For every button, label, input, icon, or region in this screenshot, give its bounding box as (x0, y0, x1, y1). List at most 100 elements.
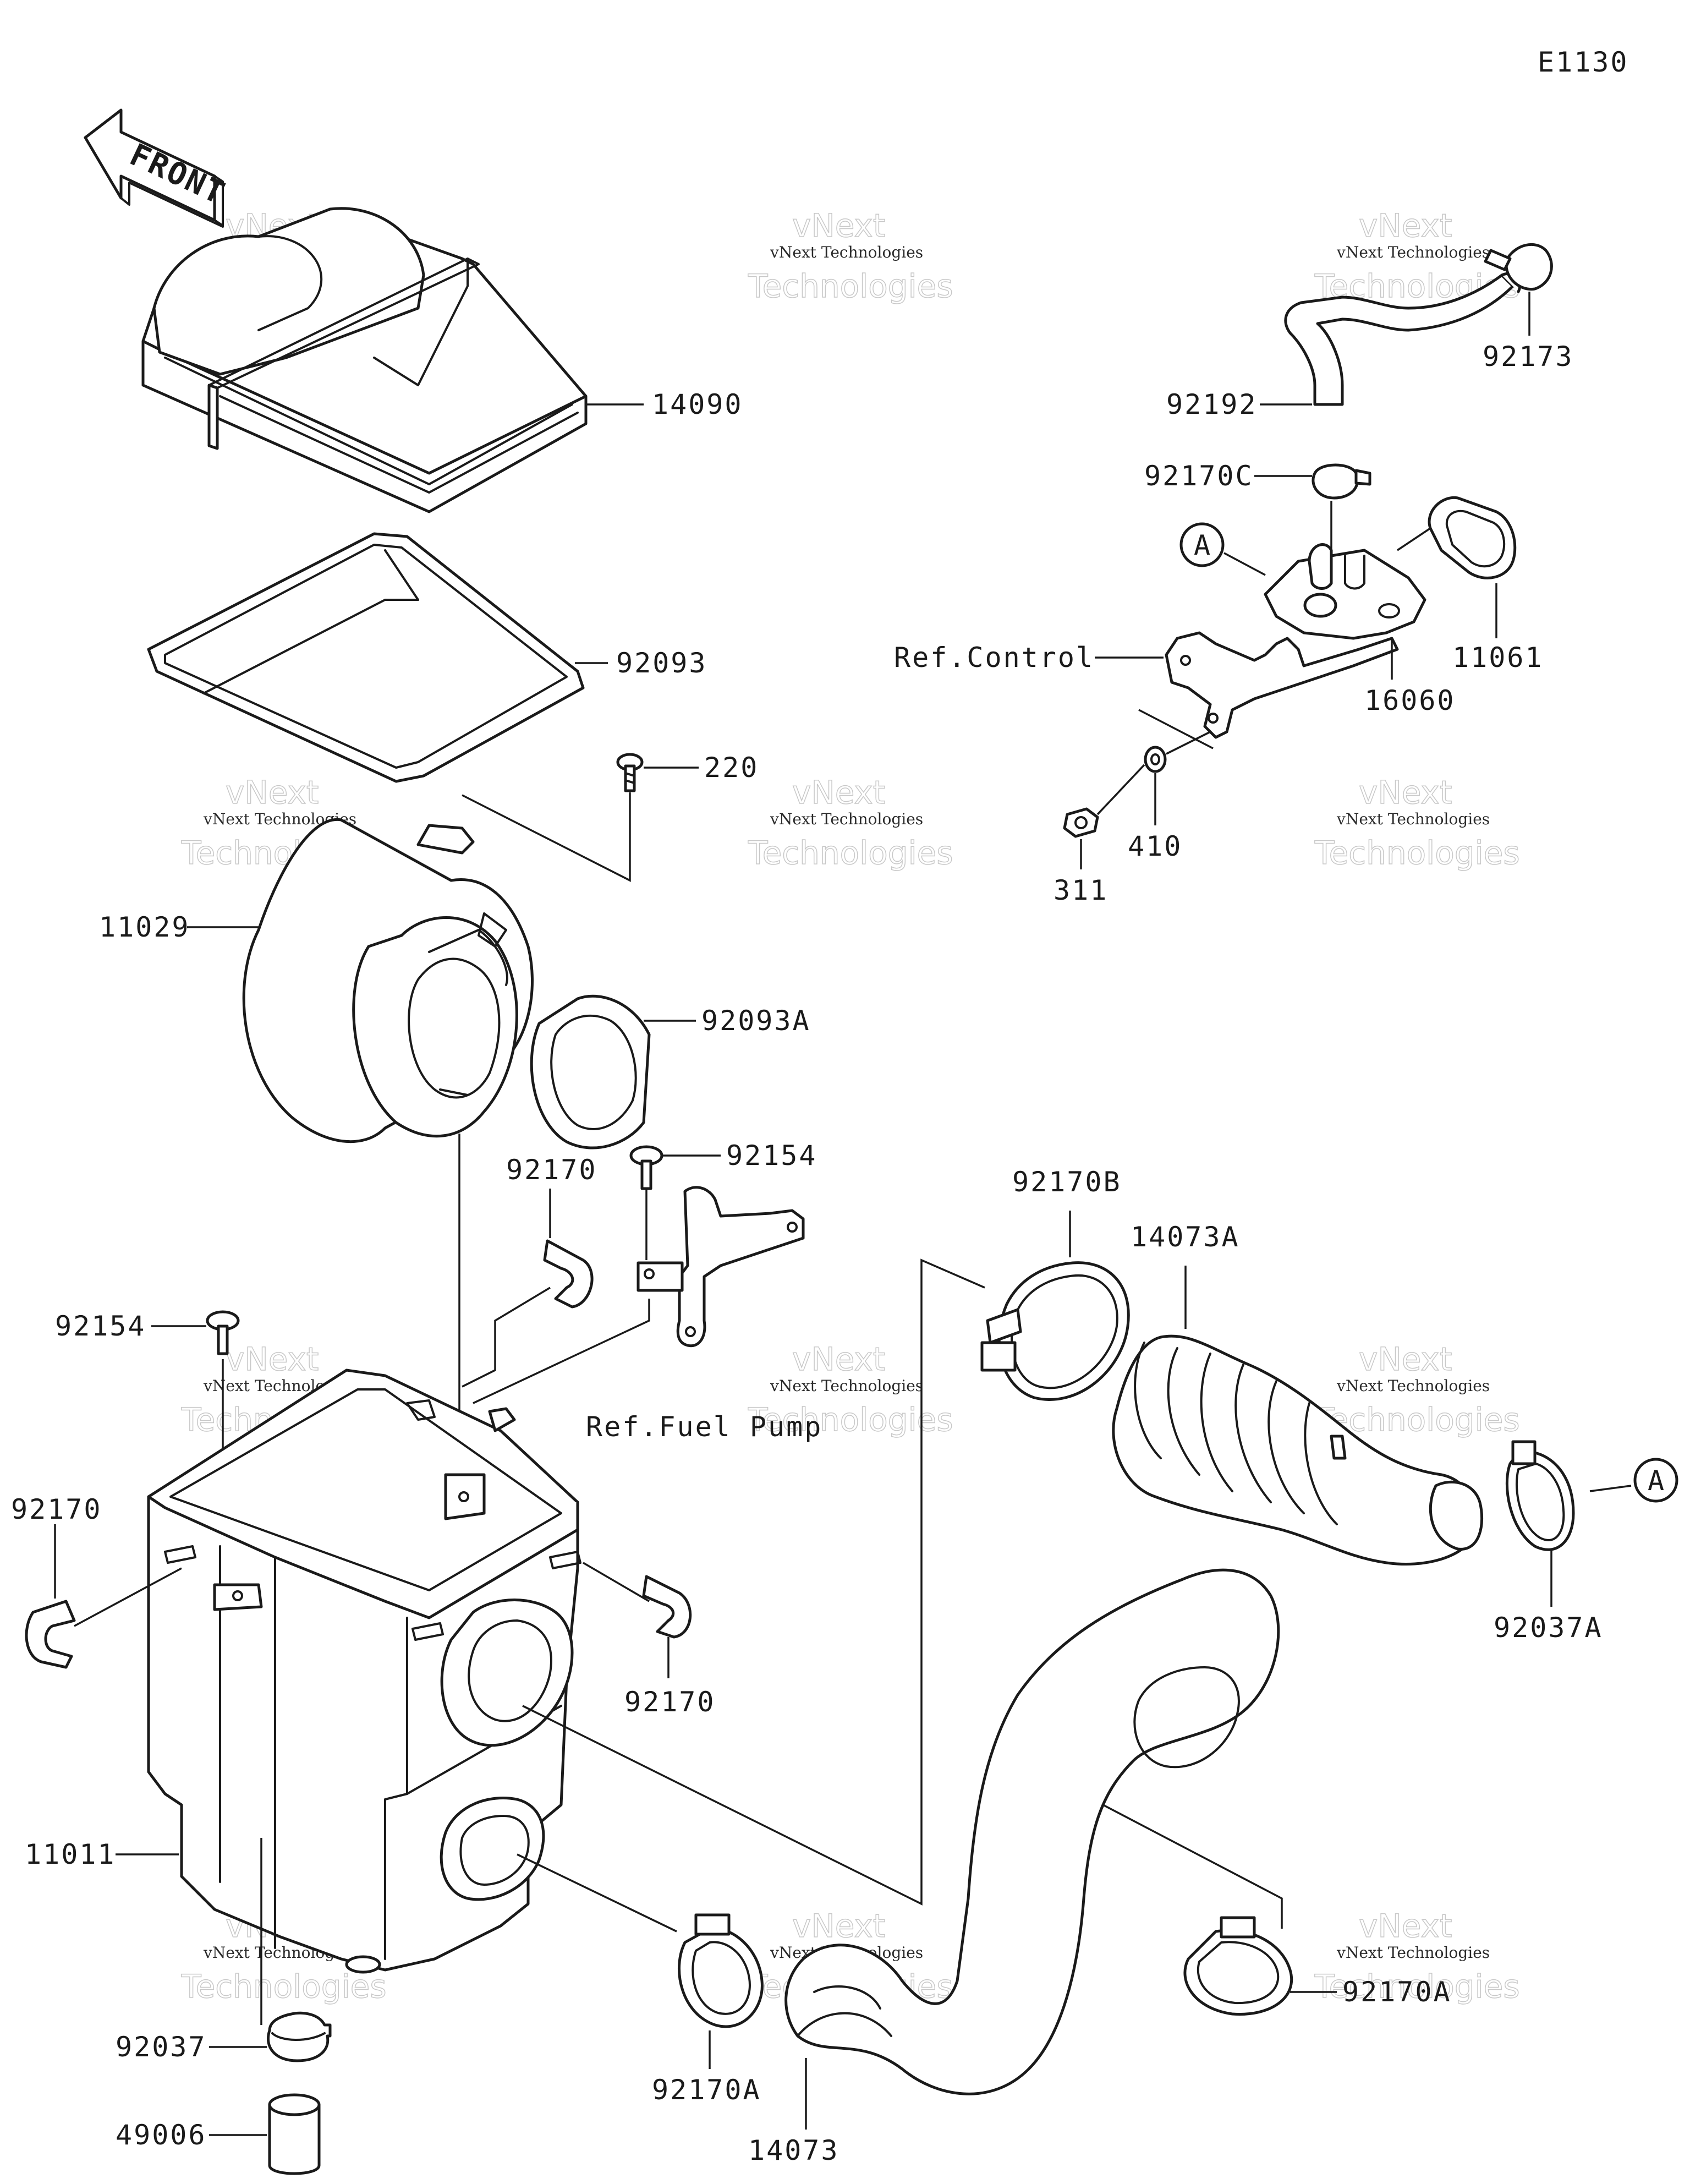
svg-text:vNext Technologies: vNext Technologies (1336, 1944, 1490, 1962)
part-311-nut (1063, 807, 1099, 838)
svg-text:vNext: vNext (792, 1907, 885, 1945)
label-16060: 16060 (1364, 685, 1456, 716)
leader-ref-a-callout-right (1589, 1485, 1632, 1492)
part-92170B-clamp (980, 1261, 1130, 1401)
part-92093-gasket (147, 532, 585, 783)
svg-text:A: A (1648, 1465, 1666, 1497)
label-92154-left: 92154 (55, 1310, 146, 1342)
watermark: vNext vNext Technologies Technologies (747, 773, 953, 872)
svg-text:Technologies: Technologies (748, 834, 953, 872)
svg-text:vNext: vNext (1359, 774, 1452, 811)
label-92170A-right: 92170A (1342, 1976, 1452, 2008)
label-410: 410 (1128, 830, 1182, 862)
part-49006-tube (268, 2093, 321, 2175)
svg-text:vNext: vNext (792, 207, 885, 244)
svg-text:Technologies: Technologies (181, 1968, 387, 2005)
svg-text:vNext: vNext (226, 1340, 319, 1378)
part-92154-bolt-right (629, 1145, 663, 1190)
watermark: vNext vNext Technologies Technologies (1314, 1907, 1520, 2006)
leader-92170-top-to-box (462, 1287, 551, 1388)
svg-text:vNext: vNext (226, 774, 319, 811)
label-11011: 11011 (25, 1838, 116, 1870)
label-92170-top: 92170 (506, 1154, 597, 1186)
label-ref-fuel-pump: Ref.Fuel Pump (586, 1411, 822, 1443)
part-92173-clamp (1484, 243, 1553, 291)
watermark: vNext vNext Technologies Technologies (747, 206, 953, 305)
leader-11061-link (1397, 527, 1431, 551)
label-92170C: 92170C (1144, 460, 1254, 492)
part-92170-clip-left (25, 1600, 76, 1669)
svg-text:vNext Technologies: vNext Technologies (770, 243, 923, 261)
svg-text:vNext: vNext (1359, 207, 1452, 244)
svg-text:Technologies: Technologies (1314, 834, 1520, 872)
label-49006: 49006 (116, 2119, 207, 2151)
watermark: vNext vNext Technologies Technologies (1314, 1340, 1520, 1439)
svg-text:vNext Technologies: vNext Technologies (1336, 243, 1490, 261)
label-92170-right: 92170 (624, 1686, 716, 1718)
label-92154-right: 92154 (726, 1140, 817, 1172)
leader-bracket-link (1138, 709, 1214, 749)
diagram-code: E1130 (1538, 46, 1629, 78)
label-92170B: 92170B (1012, 1166, 1122, 1198)
label-14090: 14090 (652, 388, 743, 420)
part-92192-hose (1284, 272, 1522, 406)
svg-text:Technologies: Technologies (1314, 1968, 1520, 2005)
label-311: 311 (1053, 874, 1108, 906)
watermark: vNext vNext Technologies Technologies (1314, 773, 1520, 872)
part-92037-clamp (266, 2011, 332, 2062)
part-92093A-ring (530, 994, 651, 1150)
part-92170A-clamp-bottom (678, 1913, 764, 2028)
front-arrow-icon: FRONT (84, 108, 231, 228)
ref-a-callout-top: A (1179, 522, 1225, 567)
part-16060-fitting (1264, 543, 1426, 640)
label-92093: 92093 (616, 647, 707, 679)
label-92037A: 92037A (1494, 1612, 1603, 1644)
svg-text:vNext: vNext (792, 774, 885, 811)
leader-220-to-housing (462, 792, 631, 882)
part-92170C-clip (1312, 463, 1371, 500)
label-14073: 14073 (748, 2134, 839, 2166)
label-11029: 11029 (99, 911, 190, 943)
watermark: vNext vNext Technologies Technologies (747, 1340, 953, 1439)
part-14073A-boot (1112, 1334, 1484, 1566)
part-11029-element (242, 818, 534, 1143)
svg-text:A: A (1194, 529, 1212, 561)
svg-text:Technologies: Technologies (748, 1401, 953, 1438)
leader-upper-outlet-to-92170B (522, 1258, 985, 1906)
part-14090-cover (141, 207, 588, 513)
label-92192: 92192 (1166, 388, 1258, 420)
leader-ref-a-top (1223, 552, 1266, 576)
part-92154-bolt-left (206, 1310, 240, 1355)
svg-text:vNext: vNext (1359, 1340, 1452, 1378)
leader-lower-outlet-to-92170A (517, 1853, 677, 1933)
svg-text:Technologies: Technologies (748, 267, 953, 305)
part-410-washer (1144, 746, 1167, 773)
part-14073-duct (784, 1568, 1280, 2095)
label-92093A: 92093A (701, 1005, 811, 1037)
label-14073A: 14073A (1131, 1221, 1240, 1253)
svg-text:vNext Technologies: vNext Technologies (1336, 1377, 1490, 1395)
label-92173: 92173 (1483, 341, 1574, 373)
leader-nut-washer (1096, 764, 1145, 815)
svg-text:vNext Technologies: vNext Technologies (770, 1377, 923, 1395)
svg-text:vNext: vNext (792, 1340, 885, 1378)
leader-bracket-to-box (473, 1299, 650, 1404)
part-92170A-clamp-right (1183, 1916, 1293, 2016)
leader-92170-right-to-box (583, 1562, 650, 1602)
label-92170-left: 92170 (11, 1493, 102, 1525)
part-11061-gasket (1428, 496, 1517, 579)
part-92037A-clamp (1505, 1440, 1575, 1551)
part-control-bracket (1165, 631, 1399, 739)
label-11061: 11061 (1452, 642, 1544, 674)
label-ref-control: Ref.Control (894, 642, 1094, 674)
part-92170-clip-top (543, 1239, 594, 1309)
leader-washer-bracket (1166, 731, 1211, 755)
part-92170-clip-right (642, 1575, 692, 1639)
leader-duct-to-92170A-right (1102, 1804, 1283, 1929)
svg-text:vNext Technologies: vNext Technologies (1336, 810, 1490, 828)
label-92170A-bottom: 92170A (652, 2074, 761, 2106)
ref-a-callout-right: A (1633, 1458, 1678, 1503)
part-11011-airbox (147, 1369, 581, 1974)
leader-92170-left-to-box (74, 1567, 182, 1627)
